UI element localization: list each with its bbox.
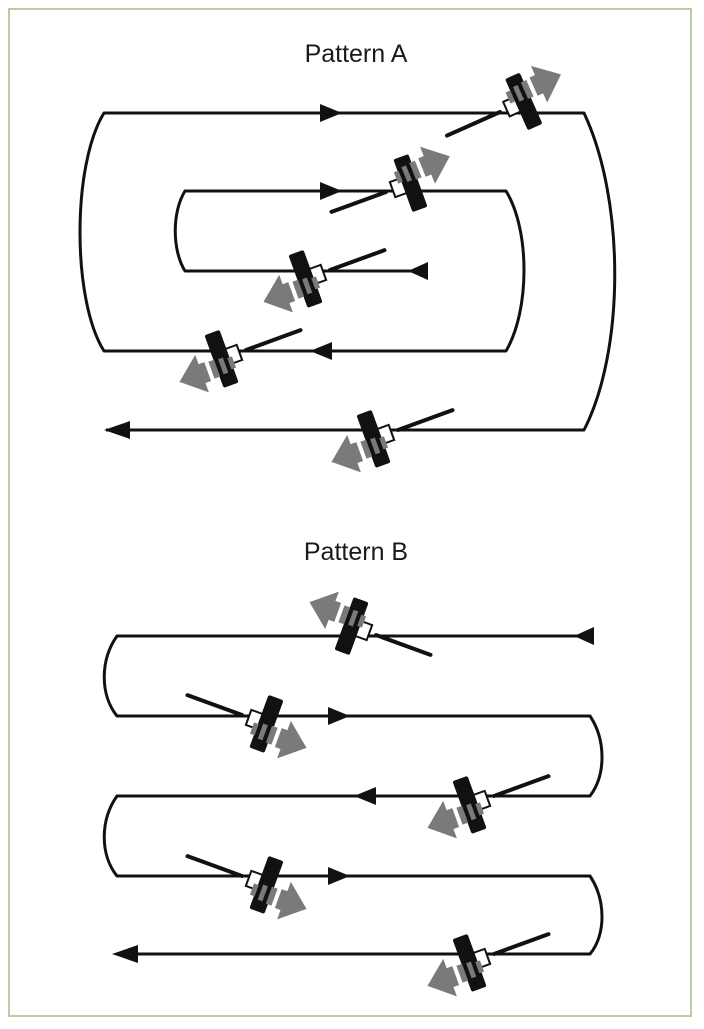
pattern-a-squeegee-upper — [319, 137, 458, 241]
pattern-a-direction-arrows — [104, 104, 428, 439]
pattern-b-serpentine — [102, 634, 604, 956]
figure-frame — [8, 8, 692, 1017]
arrowhead-icon — [104, 421, 130, 439]
pattern-b-paths — [102, 634, 604, 956]
squeegee-icon — [286, 221, 397, 310]
arrowhead-icon — [328, 707, 350, 725]
arrowhead-icon — [310, 342, 332, 360]
arrowhead-icon — [574, 627, 594, 645]
squeegee-icon — [450, 905, 561, 994]
pattern-b-squeegee-4 — [175, 827, 314, 928]
squeegee-icon — [332, 595, 443, 684]
pattern-b-squeegee-2 — [175, 666, 314, 767]
squeegee-icon — [450, 747, 561, 836]
pattern-b-squeegee-1 — [302, 583, 443, 684]
arrowhead-icon — [320, 182, 342, 200]
pattern-b-squeegee-3 — [420, 747, 561, 847]
arrowhead-icon — [320, 104, 342, 122]
squeegee-icon — [202, 301, 313, 390]
arrowhead-icon — [354, 787, 376, 805]
pattern-a-squeegee-top — [433, 56, 570, 164]
pattern-b-squeegee-5 — [420, 905, 561, 1005]
pattern-a-squeegee-bottom — [324, 381, 465, 481]
arrowhead-icon — [328, 867, 350, 885]
arrowhead-icon — [112, 945, 138, 963]
pattern-a-paths — [78, 111, 617, 432]
pattern-b-title: Pattern B — [303, 538, 409, 566]
squeegee-icon — [354, 381, 465, 470]
arrowhead-icon — [408, 262, 428, 280]
pattern-a-inner-loop — [78, 111, 617, 432]
pattern-b-direction-arrows — [112, 627, 594, 963]
pattern-a-title: Pattern A — [304, 40, 408, 68]
